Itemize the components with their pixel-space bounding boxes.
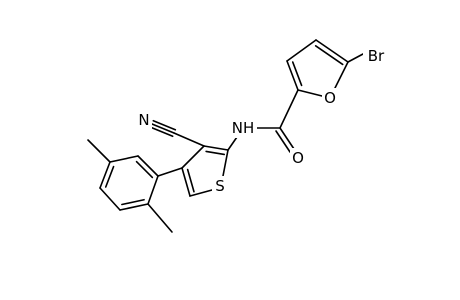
nitrile-bond-3 <box>149 126 174 138</box>
furan-bond-o1-c2 <box>297 89 323 97</box>
furan-bond-c4-c5-inner <box>314 45 344 66</box>
n-nitrile-label-bg <box>136 110 152 130</box>
bond-methyl-ortho <box>147 203 173 233</box>
s-label-bg <box>212 176 228 196</box>
thiophene-bond-c3-c2 <box>203 145 229 151</box>
nitrile-nitrogen-atom-label: N <box>138 111 149 129</box>
o-carbonyl-label-bg <box>290 148 306 168</box>
furan-bond-c2-c3 <box>286 60 299 91</box>
nh-label-bg <box>229 118 257 138</box>
aryl-bond-3-4-inner <box>104 165 115 188</box>
thiophene-bond-s-c5 <box>189 189 213 197</box>
bond-carbonyl-o <box>279 127 295 150</box>
furan-oxygen-atom-label: O <box>324 89 336 107</box>
aryl-bond-2-3 <box>109 155 139 163</box>
bonds-layer <box>87 39 364 233</box>
thiophene-bond-c5-c4 <box>181 167 191 197</box>
bromine-atom-label: Br <box>368 47 385 65</box>
furan-bond-c3-c4 <box>286 39 317 62</box>
furan-bond-c2-c3-inner <box>291 61 303 87</box>
nitrile-bond-2 <box>152 119 177 131</box>
aryl-bond-5-6 <box>119 203 149 211</box>
bond-carbonyl-o-second <box>275 130 291 153</box>
carbonyl-oxygen-atom-label: O <box>292 149 304 167</box>
nitrile-bond-1 <box>151 123 175 134</box>
bond-n-thiophene <box>227 136 238 151</box>
thiophene-bond-c2-s <box>222 149 229 177</box>
furan-bond-c4-c5 <box>315 39 349 63</box>
br-label-bg <box>363 46 389 66</box>
aryl-bond-1-2 <box>137 155 159 177</box>
bond-c3-nitrile-carbon <box>173 132 205 147</box>
bond-methyl-meta <box>87 139 111 163</box>
bond-c5-br <box>347 53 364 63</box>
thiophene-bond-c4-c3 <box>181 145 205 169</box>
thiophene-sulfur-atom-label: S <box>215 177 225 195</box>
thiophene-bond-c5-c4-inner <box>186 168 195 193</box>
aryl-bond-6-1 <box>147 175 159 205</box>
aryl-bond-1-2-inner <box>135 160 154 179</box>
furan-bond-c5-o1 <box>333 61 349 91</box>
aryl-bond-3-4 <box>99 161 111 189</box>
thiophene-bond-c3-c2-inner <box>205 150 226 156</box>
bond-c2-carbonyl <box>279 89 299 129</box>
bond-thiophene-aryl <box>157 167 183 177</box>
aryl-bond-4-5 <box>99 187 121 211</box>
o-furan-label-bg <box>322 88 338 108</box>
aryl-bond-5-6-inner <box>121 198 145 206</box>
amide-nh-atom-label: NH <box>232 119 255 137</box>
